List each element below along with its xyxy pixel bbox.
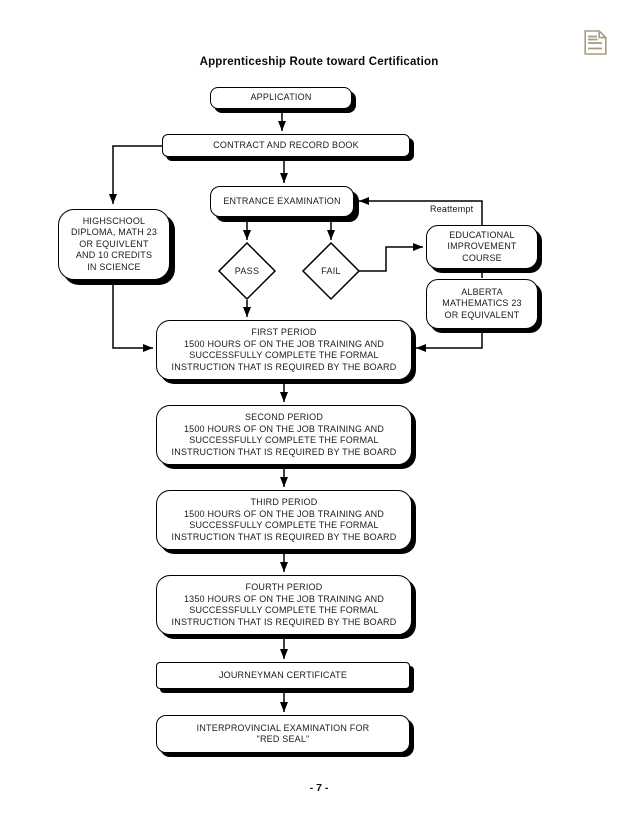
node-entrance-examination: ENTRANCE EXAMINATION [210, 186, 354, 217]
node-educational-improvement-course: EDUCATIONAL IMPROVEMENT COURSE [426, 225, 538, 269]
arrow-alberta-to-first-period [416, 329, 483, 352]
reattempt-label: Reattempt [430, 204, 474, 214]
node-first-period: FIRST PERIOD 1500 HOURS OF ON THE JOB TR… [156, 320, 412, 380]
document-icon [584, 30, 607, 55]
arrow-fail-to-educational [359, 243, 423, 272]
node-second-period: SECOND PERIOD 1500 HOURS OF ON THE JOB T… [156, 405, 412, 465]
node-journeyman-certificate: JOURNEYMAN CERTIFICATE [156, 662, 410, 689]
node-third-period: THIRD PERIOD 1500 HOURS OF ON THE JOB TR… [156, 490, 412, 550]
arrow-highschool-to-first-period [112, 280, 153, 352]
node-highschool-diploma: HIGHSCHOOL DIPLOMA, MATH 23 OR EQUIVLENT… [58, 209, 170, 280]
arrow-contract-to-highschool [109, 145, 162, 204]
pass-diamond-label: PASS [234, 266, 260, 276]
fail-diamond-label: FAIL [321, 266, 341, 276]
node-application: APPLICATION [210, 87, 352, 109]
node-alberta-mathematics: ALBERTA MATHEMATICS 23 OR EQUIVALENT [426, 279, 538, 329]
page-title: Apprenticeship Route toward Certificatio… [199, 56, 439, 68]
node-contract-and-record-book: CONTRACT AND RECORD BOOK [162, 134, 410, 157]
node-fourth-period: FOURTH PERIOD 1350 HOURS OF ON THE JOB T… [156, 575, 412, 635]
page-number: - 7 - [309, 782, 329, 794]
node-interprovincial-examination: INTERPROVINCIAL EXAMINATION FOR "RED SEA… [156, 715, 410, 753]
